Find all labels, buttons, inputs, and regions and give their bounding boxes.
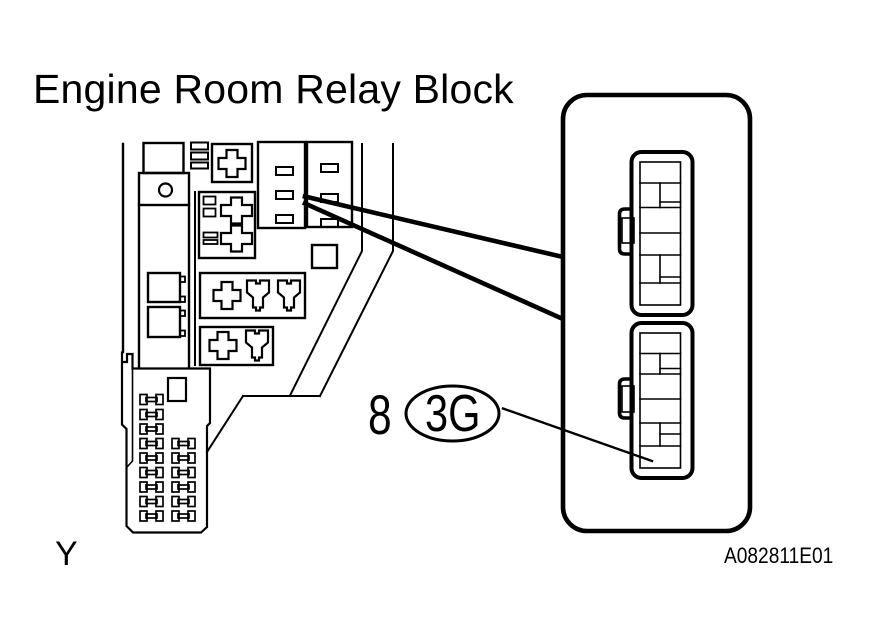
- fuse-symbol: [244, 329, 270, 362]
- relay-cross-symbol: [208, 330, 238, 361]
- connector-lower: [617, 321, 695, 480]
- pointer-lines: [301, 193, 568, 323]
- break-lines: [205, 143, 394, 454]
- connector-code-label: 3G: [424, 384, 481, 443]
- detail-view: [560, 92, 753, 534]
- relay-cross-symbol: [212, 280, 242, 311]
- callout-leader-line: [501, 406, 654, 463]
- connector-upper: [617, 150, 695, 317]
- relay-block-partial-view: [121, 140, 354, 370]
- terminal-grid: [138, 393, 197, 523]
- fuse-slot-bars: [190, 141, 209, 170]
- relay-cross-symbol: [219, 196, 254, 225]
- relay-connector-socket: [256, 140, 307, 230]
- figure-title: Engine Room Relay Block: [33, 66, 514, 112]
- relay-cross-symbol: [217, 148, 247, 179]
- callout-code-box: 3G: [406, 386, 499, 441]
- bottom-connector: [120, 351, 212, 534]
- relay-cross-symbol: [219, 224, 254, 253]
- fuse-symbol: [276, 279, 302, 312]
- mini-fuse-bars: [202, 195, 219, 245]
- side-boxes: [146, 271, 186, 339]
- figure-id: A082811E01: [724, 543, 834, 568]
- page-letter: Y: [55, 535, 78, 573]
- bolt-hole: [157, 182, 174, 198]
- fuse-symbol: [245, 279, 271, 312]
- callout-oval: [404, 384, 501, 443]
- callout-number: 8: [368, 383, 392, 446]
